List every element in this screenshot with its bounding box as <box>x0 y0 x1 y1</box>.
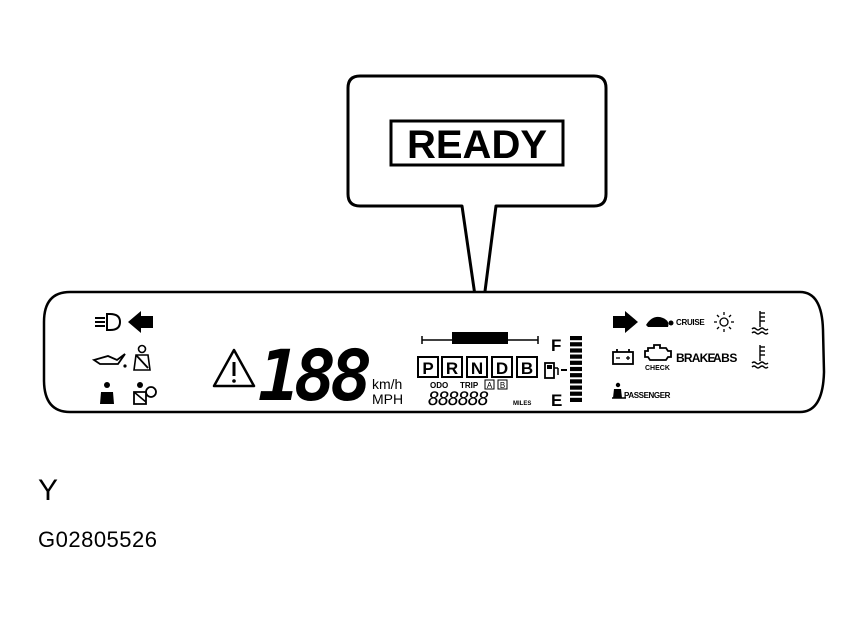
trip-b-box <box>497 379 508 390</box>
gear-box-r <box>441 356 463 378</box>
master-warning-icon <box>212 348 256 388</box>
brightness-sun-icon <box>714 312 734 332</box>
coolant-temp-icon-2 <box>751 345 769 369</box>
gear-label-b: B <box>521 359 533 378</box>
gear-label-r: R <box>446 359 458 378</box>
callout-bubble <box>346 74 608 332</box>
gear-box-p <box>417 356 439 378</box>
coolant-temp-icon <box>751 311 769 335</box>
turtle-icon <box>646 316 674 327</box>
gear-box-d <box>491 356 513 378</box>
turn-left-arrow-icon <box>128 311 153 333</box>
speed-unit-mph: MPH <box>372 391 403 407</box>
gear-box-b <box>516 356 538 378</box>
battery-icon <box>612 349 634 365</box>
fuel-full-label: F <box>551 336 561 355</box>
oil-pressure-icon <box>91 353 127 368</box>
fuel-gauge-segment <box>570 385 582 390</box>
cruise-label: CRUISE <box>676 318 705 327</box>
brake-label: BRAKE <box>676 351 715 365</box>
fuel-gauge-segment <box>570 373 582 378</box>
fuel-empty-label: E <box>551 391 562 410</box>
abs-label: ABS <box>713 351 737 365</box>
check-label: CHECK <box>645 365 670 372</box>
figure-code: G02805526 <box>38 527 158 552</box>
headlight-icon <box>95 313 122 331</box>
fuel-gauge-segment <box>570 348 582 353</box>
odo-label: ODO <box>430 381 448 390</box>
check-engine-icon <box>644 344 672 361</box>
airbag-icon <box>133 382 157 405</box>
passenger-airbag-icon <box>612 382 626 399</box>
trip-a-label: A <box>487 381 493 390</box>
fuel-gauge-segment <box>570 342 582 347</box>
gear-box-n <box>466 356 488 378</box>
fuel-gauge-segment <box>570 391 582 396</box>
passenger-seatbelt-icon <box>100 382 114 404</box>
fuel-gauge-segment <box>570 336 582 341</box>
fuel-gauge-bar <box>570 336 582 402</box>
fuel-gauge-segment <box>570 397 582 402</box>
ready-label-box <box>389 119 565 167</box>
fuel-gauge-segment <box>570 379 582 384</box>
gear-label-p: P <box>422 359 433 378</box>
shift-indicator-fill <box>452 332 508 344</box>
gear-label-n: N <box>471 359 483 378</box>
fuel-gauge-segment <box>570 354 582 359</box>
seatbelt-icon <box>133 344 151 371</box>
turn-right-arrow-icon <box>613 311 638 333</box>
speed-unit-kmh: km/h <box>372 376 402 392</box>
trip-b-label: B <box>500 381 505 390</box>
figure-letter: Y <box>38 474 59 507</box>
trip-label: TRIP <box>460 381 479 390</box>
fuel-pump-icon <box>544 362 559 379</box>
odometer-digits: 888888 <box>428 388 489 410</box>
odometer-unit: MILES <box>513 401 531 407</box>
passenger-label: PASSENGER <box>624 391 671 400</box>
fuel-gauge-segment <box>570 366 582 372</box>
gear-label-d: D <box>496 359 508 378</box>
gear-selector: P R N D B <box>417 356 538 378</box>
fuel-gauge-segment <box>570 360 582 365</box>
trip-a-box <box>484 379 495 390</box>
speed-digits: 188 <box>258 335 369 417</box>
ready-label: READY <box>407 123 547 167</box>
